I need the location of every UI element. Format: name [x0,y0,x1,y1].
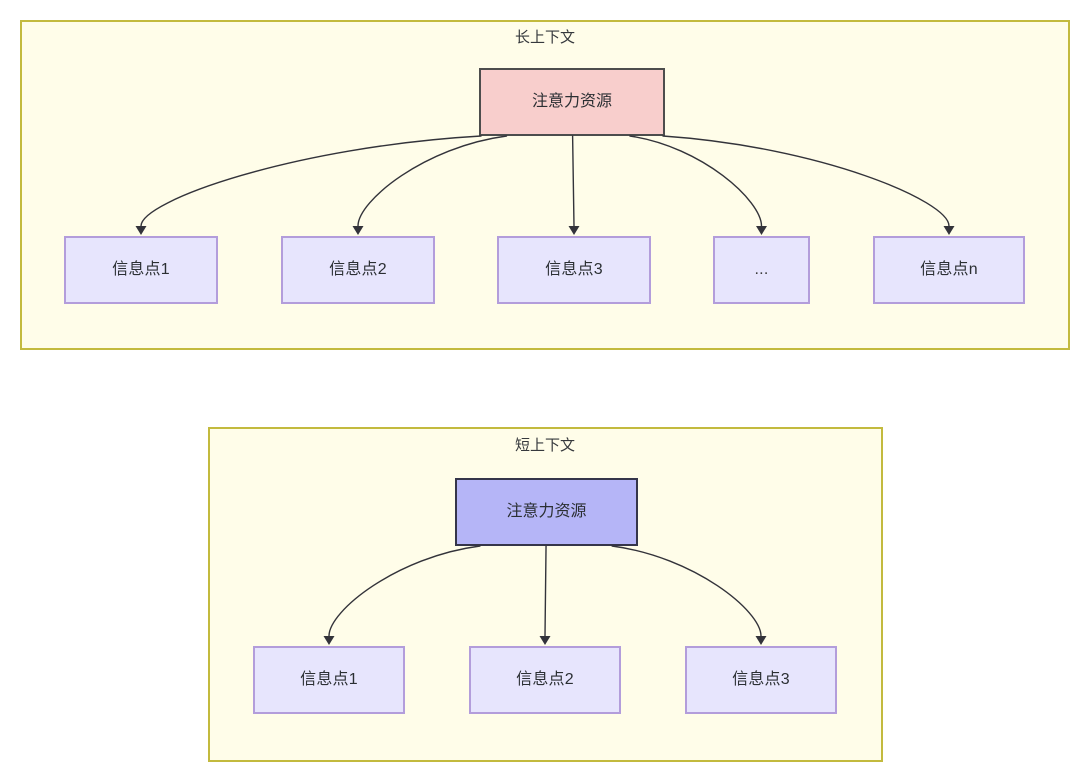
info-point-node[interactable]: 信息点n [873,236,1025,304]
info-point-label: 信息点1 [300,671,358,689]
info-point-node[interactable]: 信息点1 [253,646,405,714]
group-title-long-context: 长上下文 [514,29,575,46]
info-point-node[interactable]: 信息点3 [497,236,651,304]
info-point-ellipsis-label: ... [754,261,769,279]
info-point-label: 信息点2 [329,261,387,279]
info-point-node[interactable]: 信息点3 [685,646,837,714]
info-point-label: 信息点3 [732,671,790,689]
info-point-label: 信息点n [920,261,978,279]
attention-resource-label-long: 注意力资源 [531,93,612,111]
group-title-short-context: 短上下文 [514,437,575,454]
info-point-ellipsis-node[interactable]: ... [713,236,810,304]
info-point-node[interactable]: 信息点1 [64,236,218,304]
attention-resource-label-short: 注意力资源 [506,503,587,521]
info-point-label: 信息点1 [112,261,170,279]
info-point-node[interactable]: 信息点2 [469,646,621,714]
info-point-label: 信息点2 [516,671,574,689]
info-point-label: 信息点3 [545,261,603,279]
info-point-node[interactable]: 信息点2 [281,236,435,304]
attention-resource-node-short-context[interactable]: 注意力资源 [455,478,638,546]
attention-resource-node-long-context[interactable]: 注意力资源 [479,68,665,136]
